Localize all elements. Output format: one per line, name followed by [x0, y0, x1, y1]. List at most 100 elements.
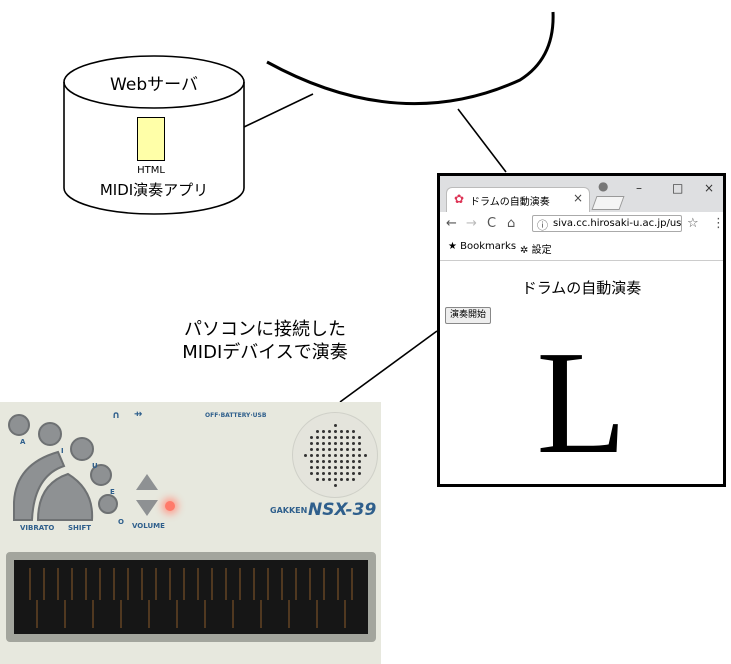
- button-i-label: I: [61, 447, 64, 455]
- brand-label: GAKKEN: [270, 506, 308, 515]
- tab-close-icon[interactable]: ×: [573, 191, 584, 205]
- star-icon[interactable]: ☆: [687, 216, 699, 231]
- big-letter: L: [536, 321, 627, 485]
- speaker-hole: [340, 472, 343, 475]
- menu-icon[interactable]: ⋮: [712, 216, 725, 231]
- speaker-hole: [334, 484, 337, 487]
- speaker-hole: [322, 472, 325, 475]
- speaker-hole: [316, 436, 319, 439]
- settings-item[interactable]: ✲ 設定: [520, 241, 552, 256]
- server-app-label: MIDI演奏アプリ: [99, 181, 209, 199]
- speaker-hole: [334, 424, 337, 427]
- speaker-hole: [346, 454, 349, 457]
- browser-titlebar: ✿ ドラムの自動演奏 × ● – □ ×: [440, 176, 723, 212]
- speaker-hole: [334, 436, 337, 439]
- browser-window: ✿ ドラムの自動演奏 × ● – □ × ← → C ⌂ ⓘ siva.cc.h…: [437, 173, 726, 487]
- speaker-hole: [328, 448, 331, 451]
- tab-title: ドラムの自動演奏: [470, 197, 550, 208]
- new-tab-button[interactable]: [591, 196, 625, 210]
- speaker-hole: [346, 436, 349, 439]
- speaker-hole: [358, 436, 361, 439]
- favicon-icon: ✿: [454, 192, 465, 206]
- midi-connection-label: パソコンに接続した MIDIデバイスで演奏: [150, 318, 380, 364]
- speaker-hole: [358, 448, 361, 451]
- speaker-hole: [334, 460, 337, 463]
- speaker-hole: [316, 472, 319, 475]
- forward-button[interactable]: →: [466, 216, 477, 231]
- speaker-hole: [334, 442, 337, 445]
- speaker-hole: [358, 454, 361, 457]
- speaker-hole: [334, 448, 337, 451]
- speaker-hole: [340, 448, 343, 451]
- browser-tab[interactable]: ✿ ドラムの自動演奏 ×: [446, 187, 590, 212]
- speaker-hole: [346, 478, 349, 481]
- speaker-hole: [346, 448, 349, 451]
- speaker-hole: [316, 460, 319, 463]
- button-a-label: A: [20, 438, 26, 446]
- speaker-hole: [328, 466, 331, 469]
- speaker-hole: [352, 448, 355, 451]
- speaker-hole: [310, 460, 313, 463]
- close-window-button[interactable]: ×: [704, 181, 715, 195]
- button-u[interactable]: [70, 437, 94, 461]
- speaker-hole: [352, 454, 355, 457]
- button-i[interactable]: [38, 422, 62, 446]
- button-a[interactable]: [8, 414, 30, 436]
- speaker-hole: [340, 454, 343, 457]
- minimize-button[interactable]: –: [636, 181, 642, 195]
- html-file-label: HTML: [137, 165, 165, 176]
- vibrato-label: VIBRATO: [20, 524, 55, 532]
- start-play-button[interactable]: 演奏開始: [445, 307, 492, 324]
- bookmarks-bar: ★ Bookmarks ✲ 設定: [440, 236, 723, 261]
- home-button[interactable]: ⌂: [507, 216, 516, 231]
- speaker-hole: [346, 472, 349, 475]
- button-o[interactable]: [98, 494, 118, 514]
- speaker-hole: [328, 454, 331, 457]
- speaker-hole: [322, 478, 325, 481]
- maximize-button[interactable]: □: [672, 181, 684, 195]
- button-o-label: O: [118, 518, 124, 526]
- speaker-hole: [358, 442, 361, 445]
- speaker-hole: [310, 442, 313, 445]
- speaker-hole: [334, 430, 337, 433]
- speaker-hole: [328, 478, 331, 481]
- speaker-hole: [316, 448, 319, 451]
- speaker-hole: [316, 454, 319, 457]
- info-icon[interactable]: ⓘ: [537, 219, 548, 232]
- button-e[interactable]: [90, 464, 112, 486]
- speaker-hole: [352, 478, 355, 481]
- headphone-icon: ∩: [112, 410, 121, 421]
- speaker-hole: [358, 466, 361, 469]
- speaker-hole: [352, 436, 355, 439]
- model-label: NSX-39: [308, 500, 377, 520]
- profile-icon[interactable]: ●: [598, 179, 609, 193]
- speaker-hole: [322, 454, 325, 457]
- volume-up-button[interactable]: [136, 474, 158, 490]
- speaker-hole: [322, 460, 325, 463]
- speaker-hole: [334, 478, 337, 481]
- speaker-hole: [340, 466, 343, 469]
- speaker-hole: [328, 472, 331, 475]
- address-bar[interactable]: ⓘ siva.cc.hirosaki-u.ac.jp/usr/...: [532, 215, 682, 232]
- speaker-hole: [358, 460, 361, 463]
- vibrato-shift-pad[interactable]: [8, 442, 100, 524]
- browser-to-device-line: [339, 330, 438, 403]
- volume-down-button[interactable]: [136, 500, 158, 516]
- power-led: [165, 501, 175, 511]
- shift-label: SHIFT: [68, 524, 92, 532]
- speaker-hole: [352, 472, 355, 475]
- back-button[interactable]: ←: [446, 216, 457, 231]
- reload-button[interactable]: C: [487, 216, 497, 231]
- speaker-hole: [352, 466, 355, 469]
- button-e-label: E: [110, 488, 115, 496]
- speaker-hole: [352, 430, 355, 433]
- touch-keyboard[interactable]: [6, 552, 376, 642]
- midi-label-line2: MIDIデバイスで演奏: [182, 342, 348, 363]
- speaker-hole: [334, 454, 337, 457]
- bookmarks-item[interactable]: ★ Bookmarks: [448, 241, 516, 252]
- speaker-hole: [346, 460, 349, 463]
- speaker-hole: [304, 454, 307, 457]
- network-to-browser-line: [457, 108, 507, 173]
- url-text: siva.cc.hirosaki-u.ac.jp/usr/...: [553, 218, 682, 229]
- settings-label: 設定: [531, 245, 552, 256]
